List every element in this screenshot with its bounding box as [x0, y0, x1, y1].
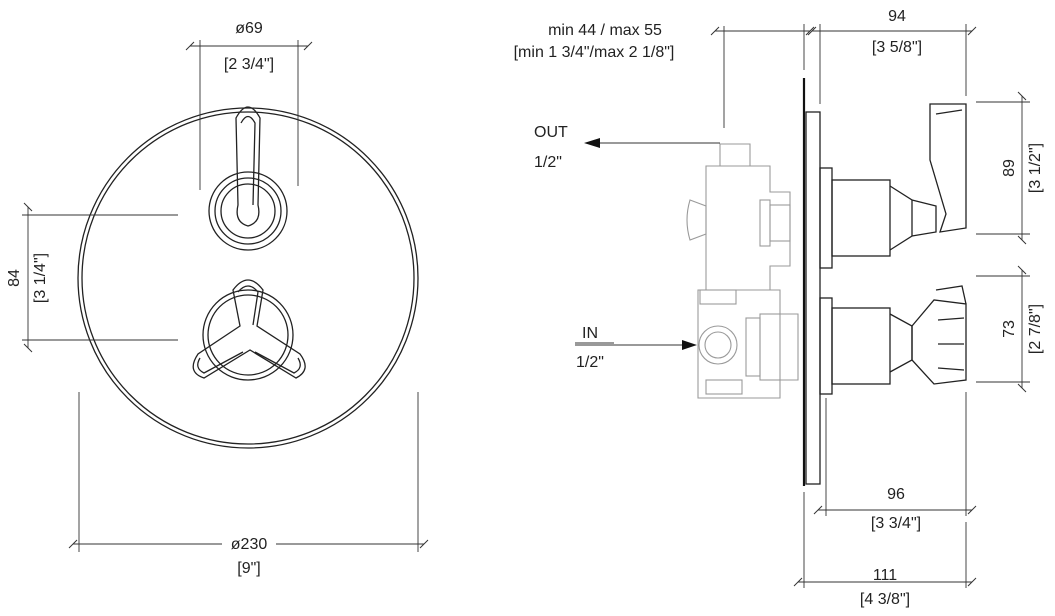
- projection-top-label: 94: [888, 8, 906, 25]
- out-label: OUT: [534, 124, 568, 141]
- wall-depth-inch-label: [min 1 3/4"/max 2 1/8"]: [514, 44, 675, 61]
- lever-trim-side: [819, 103, 967, 269]
- out-arrow: [584, 138, 600, 148]
- side-view: min 44 / max 55 [min 1 3/4"/max 2 1/8"] …: [514, 8, 1044, 608]
- front-view: ø69 [2 3/4"] 84 [3 1/4"] ø230 [9"]: [6, 20, 429, 577]
- plate-diameter-label: ø230: [231, 536, 268, 553]
- knob-height-inch-label: [2 7/8"]: [1027, 304, 1044, 354]
- in-size-label: 1/2": [576, 354, 604, 371]
- projection-total-label: 111: [873, 567, 897, 584]
- cross-handle-front: [192, 279, 306, 381]
- projection-mid-inch-label: [3 3/4"]: [871, 515, 921, 532]
- spacing-inch-label: [3 1/4"]: [32, 253, 49, 303]
- in-arrow: [682, 340, 697, 350]
- handle-diameter-label: ø69: [235, 20, 263, 37]
- projection-mid-label: 96: [887, 486, 905, 503]
- knob-height-label: 73: [1001, 320, 1018, 338]
- lever-height-label: 89: [1001, 159, 1018, 177]
- projection-top-inch-label: [3 5/8"]: [872, 39, 922, 56]
- handle-diameter-inch-label: [2 3/4"]: [224, 56, 274, 73]
- lever-height-inch-label: [3 1/2"]: [1027, 143, 1044, 193]
- plate-diameter-inch-label: [9"]: [237, 560, 260, 577]
- spacing-label: 84: [6, 269, 23, 287]
- in-label: IN: [582, 325, 598, 342]
- projection-total-inch-label: [4 3/8"]: [860, 591, 910, 608]
- lever-handle-front: [208, 106, 288, 251]
- knob-trim-side: [819, 285, 967, 395]
- cover-plate-inner: [81, 111, 415, 445]
- out-size-label: 1/2": [534, 154, 562, 171]
- cover-plate-outer: [77, 107, 419, 449]
- valve-body: [686, 143, 799, 399]
- wall-depth-label: min 44 / max 55: [548, 22, 662, 39]
